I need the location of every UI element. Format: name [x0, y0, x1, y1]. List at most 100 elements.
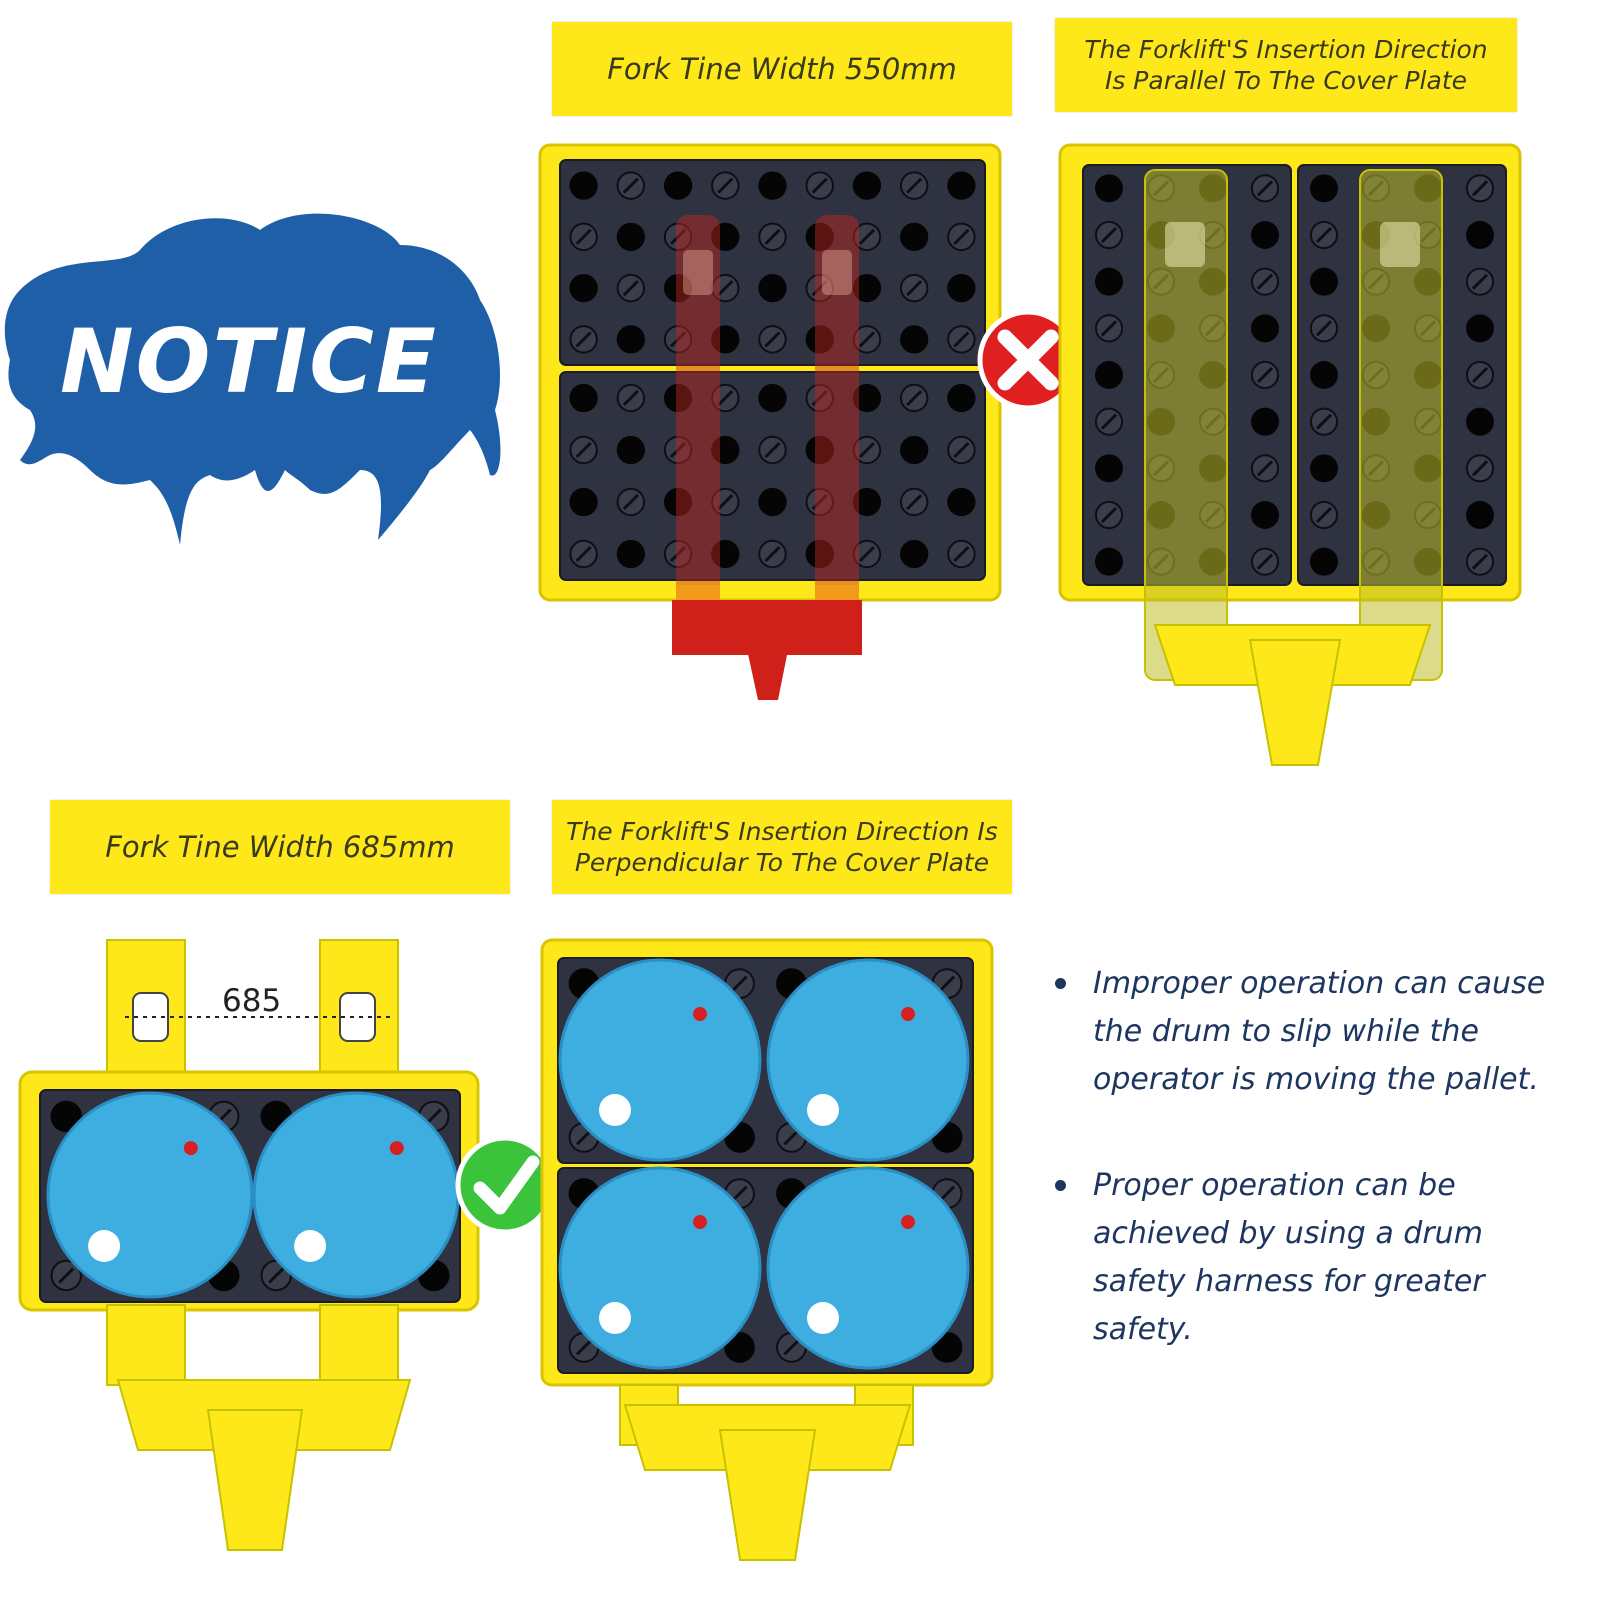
plate-hole	[852, 171, 882, 200]
fork-handle-685	[206, 1409, 304, 1551]
fork-hole-right-685	[339, 992, 376, 1042]
bolt-slot	[58, 1267, 75, 1284]
bolt-slot	[953, 441, 970, 459]
bolt-slot	[268, 1267, 285, 1284]
plate-hole	[569, 487, 598, 517]
bolt-slot	[1315, 320, 1333, 337]
fork-hole-right-parallel	[1380, 222, 1420, 267]
fork-hole-right-550	[822, 250, 852, 295]
bolt-slot	[622, 493, 639, 511]
bolt-slot	[575, 1339, 592, 1356]
plate-hole	[663, 273, 693, 303]
bolt-slot	[811, 389, 828, 407]
bolt-slot	[764, 441, 781, 459]
bolt-slot	[669, 228, 687, 245]
plate-hole	[947, 273, 976, 303]
bolt-slot	[717, 389, 734, 407]
bolt-slot	[669, 545, 687, 563]
plate-hole	[724, 1332, 755, 1363]
bolt-slot	[858, 228, 876, 245]
bolt-slot	[1100, 413, 1118, 430]
bolt-slot	[764, 228, 781, 245]
cover-plate-bottom	[559, 371, 986, 581]
bolt-slot	[1100, 226, 1118, 244]
plate-hole	[805, 222, 834, 252]
plate-hole	[805, 325, 834, 354]
x-mark-glyph	[997, 329, 1059, 391]
bolt-slot	[783, 1129, 800, 1146]
drum-top	[558, 1166, 762, 1370]
bolt-slot	[1256, 180, 1274, 197]
plate-hole	[1251, 314, 1279, 343]
label-perpendicular-insertion: The Forklift'S Insertion Direction Is Pe…	[552, 800, 1012, 894]
bolt-slot	[939, 1185, 956, 1202]
plate-hole	[1251, 407, 1279, 436]
drum-685-right	[252, 1091, 460, 1299]
bolt-slot	[669, 441, 687, 459]
cover-plate	[559, 159, 986, 366]
bolt-slot	[906, 493, 923, 511]
plate-hole	[805, 435, 834, 465]
plate-hole	[1095, 267, 1123, 296]
dimension-685-label: 685	[222, 983, 282, 1019]
fork-hole-left-685	[132, 992, 169, 1042]
plate-hole	[947, 171, 976, 200]
fork-tine-right-550	[815, 215, 859, 635]
plate-hole	[947, 487, 976, 517]
plate-hole	[1095, 174, 1123, 203]
label-parallel-insertion: The Forklift'S Insertion Direction Is Pa…	[1055, 18, 1517, 112]
drum-vent-cap	[183, 1141, 198, 1156]
bolt-slot	[669, 331, 687, 348]
plate-hole	[1310, 361, 1338, 389]
plate-hole	[900, 222, 929, 252]
bolt-slot	[906, 389, 923, 407]
bolt-slot	[717, 280, 734, 297]
bolt-slot	[811, 177, 828, 194]
bolt-slot	[858, 331, 876, 348]
bullet-dot-icon	[1055, 1180, 1066, 1191]
check-mark-glyph	[473, 1155, 540, 1215]
fork-tine-left-550	[676, 215, 720, 635]
fork-handle-perp	[718, 1429, 817, 1561]
drum-perp-3	[558, 1166, 762, 1370]
bolt-slot	[1471, 180, 1489, 197]
drum-top	[558, 958, 762, 1162]
bolt-slot	[1256, 460, 1274, 477]
plate-hole	[1095, 454, 1123, 483]
plate-hole	[569, 171, 598, 200]
drum-top	[766, 1166, 970, 1370]
drum-685-left	[46, 1091, 254, 1299]
bolt-slot	[783, 1339, 800, 1356]
bolt-slot	[939, 975, 956, 992]
bolt-slot	[953, 331, 970, 348]
drum-top	[252, 1091, 460, 1299]
bolt-slot	[764, 331, 781, 348]
bolt-slot	[906, 280, 923, 297]
fork-tine-bottom-left-685	[106, 1304, 186, 1386]
bullet-dot-icon	[1055, 978, 1066, 989]
drum-vent-cap	[693, 1007, 707, 1021]
plate-hole	[852, 487, 882, 517]
fork-tine-bottom-right-685	[319, 1304, 399, 1386]
bolt-slot	[717, 177, 734, 194]
drum-fill-cap	[88, 1230, 121, 1262]
drum-fill-cap	[599, 1302, 631, 1334]
plate-hole	[569, 273, 598, 303]
drum-vent-cap	[389, 1141, 404, 1156]
bolt-slot	[731, 975, 748, 992]
bolt-slot	[731, 1185, 748, 1202]
plate-hole	[900, 539, 929, 569]
plate-hole	[1466, 221, 1494, 249]
drum-fill-cap	[807, 1302, 839, 1334]
bolt-slot	[1100, 320, 1118, 337]
plate-hole	[758, 383, 787, 413]
bolt-slot	[622, 389, 639, 407]
bolt-slot	[858, 441, 876, 459]
note-item-1: Improper operation can cause the drum to…	[1055, 960, 1555, 1104]
plate-hole	[805, 539, 834, 569]
plate-hole	[663, 383, 693, 413]
note-item-2: Proper operation can be achieved by usin…	[1055, 1162, 1555, 1354]
plate-hole	[711, 435, 740, 465]
bolt-slot	[858, 545, 876, 563]
